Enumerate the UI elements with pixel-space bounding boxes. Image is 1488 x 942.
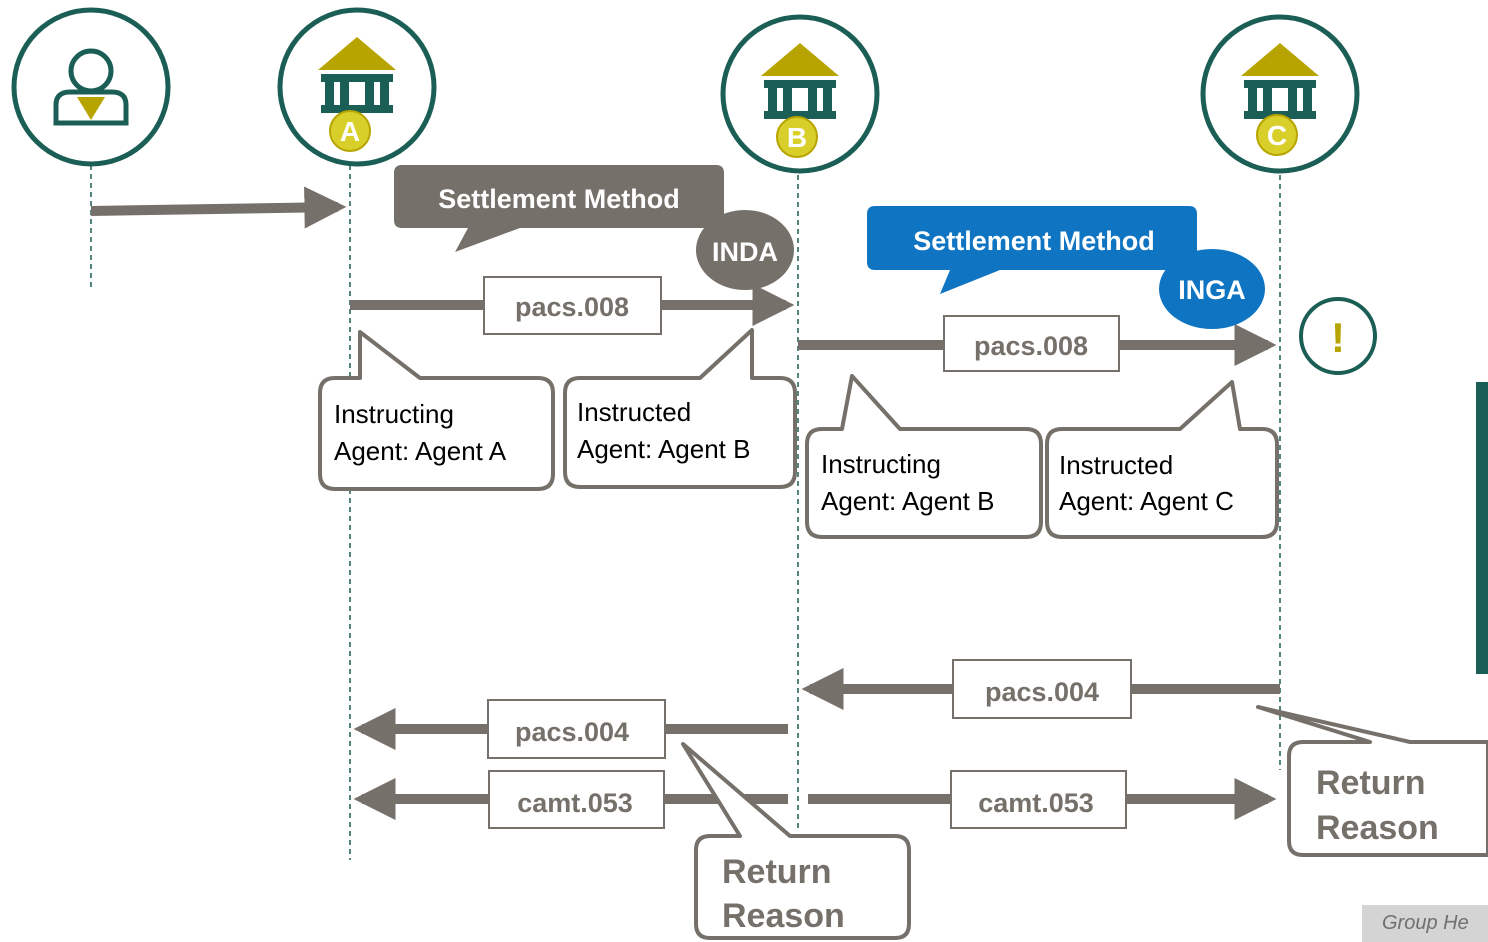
customer-icon: [11, 7, 171, 167]
instructed-c-line2: Agent: Agent C: [1059, 486, 1234, 516]
return-reason-callout-1: [681, 742, 911, 940]
instructing-b-line2: Agent: Agent B: [821, 486, 994, 516]
label-pacs008-ab: pacs.008: [515, 292, 629, 322]
label-camt053-bc: camt.053: [978, 788, 1094, 818]
alert-icon: !: [1299, 297, 1377, 375]
settlement-method-label-1: Settlement Method: [438, 184, 680, 214]
instructing-b-line1: Instructing: [821, 449, 941, 479]
return-reason-1-line2: Reason: [722, 897, 845, 935]
agent-a-letter: A: [340, 116, 360, 147]
settlement-code-inga: INGA: [1178, 275, 1246, 305]
lifelines: [90, 165, 1281, 860]
settlement-code-inda: INDA: [712, 237, 778, 267]
bank-c-icon: C: [1200, 14, 1360, 174]
bank-a-icon: A: [277, 7, 437, 167]
label-pacs008-bc: pacs.008: [974, 331, 1088, 361]
return-reason-1-line1: Return: [722, 853, 832, 891]
side-accent-bar: [1476, 382, 1488, 674]
instructed-b-line2: Agent: Agent B: [577, 434, 750, 464]
settlement-method-callout-2: Settlement Method INGA: [867, 206, 1265, 329]
return-reason-text: Return Reason Return Reason: [722, 764, 1439, 935]
return-reason-2-line2: Reason: [1316, 809, 1439, 847]
return-reason-callout-2: [1256, 705, 1488, 857]
settlement-method-label-2: Settlement Method: [913, 226, 1155, 256]
callout-instructed-c: [1045, 380, 1279, 539]
arrow-customer-to-a: [90, 186, 347, 229]
return-reason-callouts: [681, 705, 1488, 940]
bank-b-icon: B: [720, 14, 880, 174]
alert-symbol: !: [1331, 314, 1345, 361]
label-pacs004-cb: pacs.004: [985, 677, 1099, 707]
agent-b-letter: B: [787, 122, 807, 153]
agent-callout-text: Instructing Agent: Agent A Instructed Ag…: [334, 397, 1234, 516]
callout-instructed-b: [563, 328, 797, 489]
settlement-method-callout-1: Settlement Method INDA: [394, 165, 794, 290]
instructing-a-line2: Agent: Agent A: [334, 436, 507, 466]
label-pacs004-ba: pacs.004: [515, 717, 629, 747]
instructed-c-line1: Instructed: [1059, 450, 1173, 480]
message-labels: pacs.008 pacs.008 pacs.004 pacs.004 camt…: [483, 276, 1132, 829]
callout-instructing-a: [318, 330, 555, 491]
agent-callouts: [318, 328, 1279, 539]
return-reason-2-line1: Return: [1316, 764, 1426, 802]
callout-instructing-b: [805, 374, 1043, 539]
instructing-a-line1: Instructing: [334, 399, 454, 429]
agent-c-letter: C: [1267, 120, 1287, 151]
instructed-b-line1: Instructed: [577, 397, 691, 427]
footer-label: Group He: [1362, 905, 1488, 942]
label-camt053-ba: camt.053: [517, 788, 633, 818]
